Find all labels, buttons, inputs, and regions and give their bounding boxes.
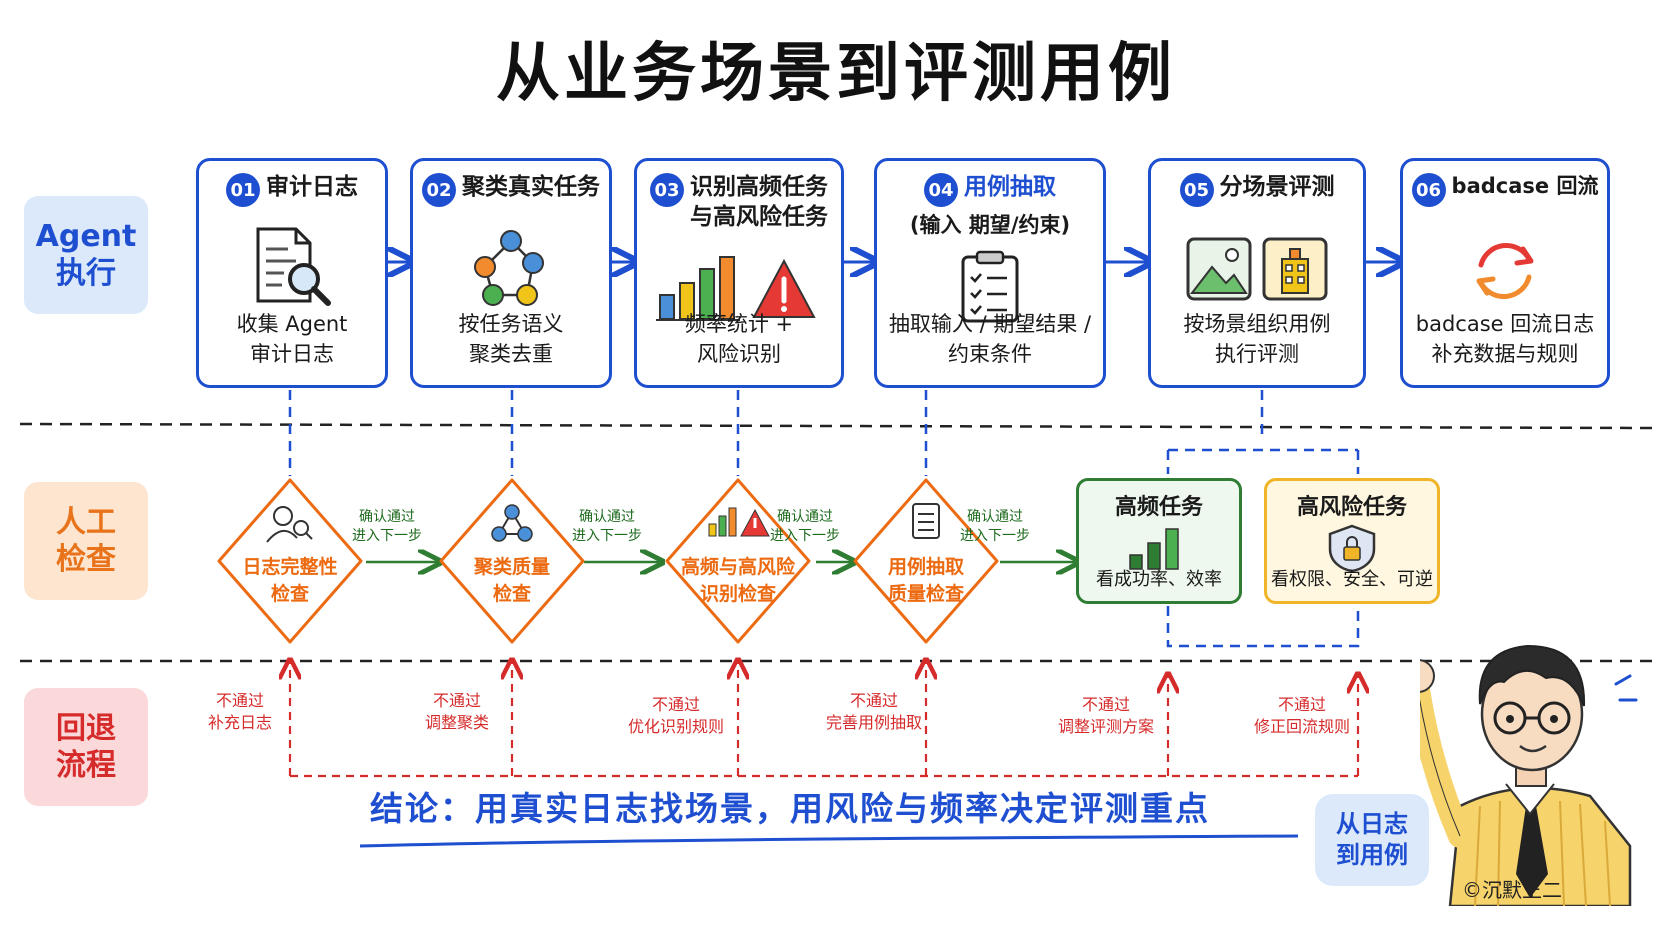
cluster-network-icon — [413, 223, 609, 313]
check-diamond-cluster-quality: 聚类质量 检查 — [437, 476, 587, 646]
step-number-badge: 06 — [1411, 173, 1446, 207]
bar-chart-warning-icon — [637, 251, 841, 325]
focus-description: 看成功率、效率 — [1096, 569, 1222, 590]
speech-bubble: 从日志 到用例 — [1315, 794, 1429, 886]
check-diamond-extract-quality: 用例抽取 质量检查 — [851, 476, 1001, 646]
step-description: 按任务语义 聚类去重 — [458, 312, 564, 366]
step-to-check-links — [288, 390, 1360, 648]
scenario-images-icon — [1151, 233, 1363, 305]
step-title: 用例抽取 — [964, 174, 1056, 200]
check-label: 聚类质量 检查 — [473, 556, 550, 605]
fail-label: 不通过 修正回流规则 — [1254, 695, 1351, 737]
check-label: 高频与高风险 识别检查 — [680, 556, 795, 605]
lane-label-line: 检查 — [56, 542, 116, 577]
step-title: 审计日志 — [266, 174, 358, 200]
clipboard-checklist-icon — [877, 249, 1103, 325]
diamond-shape — [853, 478, 999, 644]
step-description: 收集 Agent 审计日志 — [236, 312, 348, 366]
step-number-badge: 01 — [226, 173, 260, 207]
step-description: 按场景组织用例 执行评测 — [1183, 312, 1331, 366]
step-title: 识别高频任务 与高风险任务 — [690, 174, 828, 230]
shield-lock-icon — [1328, 524, 1376, 573]
fail-label: 不通过 调整聚类 — [425, 691, 490, 733]
check-diamond-log-integrity: 日志完整性 检查 — [215, 476, 365, 646]
lane-label-line: Agent — [35, 218, 137, 254]
step-number-badge: 03 — [650, 173, 684, 207]
lane-label-review: 人工 检查 — [24, 482, 148, 600]
fail-label: 不通过 完善用例抽取 — [826, 691, 923, 733]
lane-label-line: 回退 — [56, 710, 116, 746]
lane-label-line: 流程 — [56, 748, 116, 783]
step-number-badge: 05 — [1179, 173, 1214, 207]
check-label: 用例抽取 质量检查 — [887, 556, 964, 605]
diamond-shape — [665, 478, 811, 644]
diamond-shape — [217, 478, 363, 644]
presenter-character-illustration — [1420, 644, 1638, 906]
fail-label: 不通过 补充日志 — [208, 691, 273, 733]
focus-description: 看权限、安全、可逆 — [1271, 569, 1433, 590]
conclusion-underline — [359, 834, 1299, 848]
lane-label-line: 人工 — [56, 504, 116, 540]
step-title: 聚类真实任务 — [462, 174, 600, 200]
bar-chart-icon — [1129, 528, 1179, 570]
check-diamond-identify: 高频与高风险 识别检查 — [663, 476, 813, 646]
bubble-line: 从日志 — [1336, 809, 1408, 838]
lane-divider — [19, 422, 1653, 430]
step-description: badcase 回流日志 补充数据与规则 — [1415, 312, 1595, 366]
step-title: 分场景评测 — [1219, 174, 1335, 200]
pass-label: 确认通过 进入下一步 — [352, 509, 422, 544]
focus-box-high-frequency: 高频任务 看成功率、效率 — [1076, 478, 1242, 604]
lane-label-line: 执行 — [56, 256, 116, 291]
fail-label: 不通过 优化识别规则 — [628, 695, 725, 737]
step-title: badcase 回流 — [1451, 174, 1599, 198]
copyright-text: ©沉默王二 — [1462, 878, 1562, 902]
focus-box-high-risk: 高风险任务 看权限、安全、可逆 — [1264, 478, 1440, 604]
check-label: 日志完整性 检查 — [242, 556, 338, 605]
page-title: 从业务场景到评测用例 — [496, 37, 1176, 111]
step-number-badge: 02 — [422, 173, 456, 207]
bubble-line: 到用例 — [1336, 841, 1408, 869]
conclusion-text: 结论：用真实日志找场景，用风险与频率决定评测重点 — [370, 789, 1210, 828]
pass-label: 确认通过 进入下一步 — [770, 509, 840, 544]
focus-title: 高频任务 — [1114, 495, 1203, 520]
step-subtitle: (输入 期望/约束) — [909, 213, 1071, 237]
diamond-shape — [439, 478, 585, 644]
rollback-lines — [290, 662, 1358, 778]
lane-label-rollback: 回退 流程 — [24, 688, 148, 806]
pass-label: 确认通过 进入下一步 — [572, 509, 642, 544]
refresh-cycle-icon — [1403, 229, 1607, 313]
step-description: 频率统计 + 风险识别 — [684, 312, 794, 366]
step-description: 抽取输入 / 期望结果 / 约束条件 — [888, 312, 1092, 366]
fail-label: 不通过 调整评测方案 — [1058, 695, 1155, 737]
focus-title: 高风险任务 — [1296, 495, 1407, 520]
step-number-badge: 04 — [924, 173, 958, 207]
lane-label-agent: Agent 执行 — [24, 196, 148, 314]
pass-label: 确认通过 进入下一步 — [960, 509, 1030, 544]
document-search-icon — [199, 223, 385, 311]
